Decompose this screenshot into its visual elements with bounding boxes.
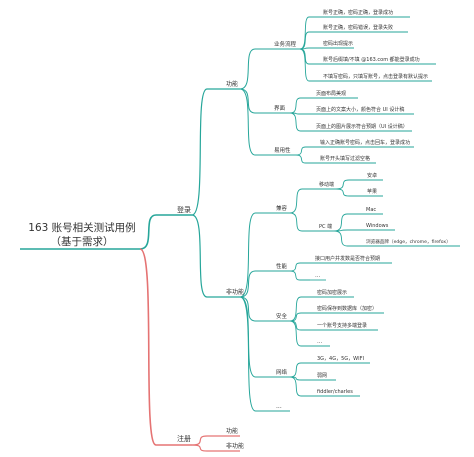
node-functional[interactable]: 功能: [226, 80, 238, 88]
connector-lines: [20, 16, 460, 452]
node-register-functional[interactable]: 功能: [226, 427, 238, 435]
node-nonfunctional[interactable]: 非功能: [226, 288, 244, 296]
branch-curve: [239, 296, 271, 412]
usability-item[interactable]: 账号开头填写过滤空格: [320, 155, 370, 162]
node-compat[interactable]: 兼容: [276, 204, 288, 212]
branch-curve: [289, 376, 312, 397]
performance-item[interactable]: 接口用户并发数是否符合预期: [315, 255, 380, 262]
branch-curve: [289, 112, 311, 132]
business-item[interactable]: 账号正确，密码正确，登录成功: [323, 9, 393, 16]
branch-curve: [239, 88, 270, 114]
business-item[interactable]: 不填写密码，只填写账号，点击登录有默认提示: [323, 73, 428, 80]
pc-item[interactable]: 浏览器品牌（edge，chrome，firefox）: [366, 238, 451, 245]
branch-curve: [239, 270, 271, 298]
node-network[interactable]: 网络: [276, 368, 288, 376]
branch-curve: [139, 214, 172, 250]
root-subtitle: （基于需求）: [51, 235, 114, 248]
pc-item[interactable]: Windows: [366, 223, 389, 229]
performance-item[interactable]: ...: [315, 273, 320, 279]
mobile-item[interactable]: 安卓: [367, 172, 377, 179]
node-pc[interactable]: PC 端: [319, 223, 332, 230]
branch-curve: [289, 320, 312, 347]
business-item[interactable]: 账号后缀填/不填 @163.com 都能登录成功: [323, 56, 420, 63]
branch-curve: [299, 31, 318, 50]
node-login[interactable]: 登录: [177, 205, 191, 214]
branch-curve: [289, 362, 312, 378]
pc-item[interactable]: Mac: [366, 207, 376, 213]
branch-curve: [191, 88, 222, 216]
node-performance[interactable]: 性能: [276, 262, 288, 270]
branch-curve: [239, 296, 271, 322]
root-node[interactable]: 163 账号相关测试用例 （基于需求）: [28, 221, 135, 248]
branch-curve: [289, 212, 314, 232]
branch-curve: [295, 154, 315, 164]
branch-curve: [239, 296, 271, 378]
branch-curve: [295, 146, 315, 156]
security-item[interactable]: ...: [317, 339, 322, 345]
branch-curve: [239, 212, 271, 298]
network-item[interactable]: 3G，4G，5G，WIFI: [317, 356, 364, 362]
node-ui[interactable]: 界面: [274, 105, 286, 112]
branch-curve: [299, 48, 318, 65]
node-usability[interactable]: 易用性: [274, 146, 291, 154]
branch-curve: [335, 188, 362, 197]
branch-curve: [289, 262, 310, 272]
branch-curve: [239, 88, 270, 156]
ui-item[interactable]: 页面布局美观: [316, 90, 346, 97]
node-mobile[interactable]: 移动端: [319, 181, 334, 188]
root-title: 163 账号相关测试用例: [28, 221, 135, 234]
branch-curve: [191, 214, 222, 298]
branch-curve: [333, 230, 361, 247]
mobile-item[interactable]: 苹果: [367, 188, 377, 195]
branch-curve: [289, 97, 311, 114]
business-item[interactable]: 密码出现提示: [323, 40, 353, 47]
branch-curve: [299, 16, 318, 50]
branch-curve: [335, 179, 362, 190]
security-item[interactable]: 密码加密展示: [317, 289, 347, 296]
node-more[interactable]: ...: [276, 403, 282, 410]
security-item[interactable]: 密码保存到数据库（加密）: [317, 305, 377, 312]
branch-curve: [139, 248, 172, 446]
branch-curve: [333, 213, 361, 232]
usability-item[interactable]: 输入正确账号密码，点击回车，登录成功: [320, 139, 410, 146]
network-item[interactable]: fiddler/charles: [317, 389, 353, 395]
node-register-nonfunctional[interactable]: 非功能: [226, 442, 244, 450]
branch-curve: [289, 312, 312, 322]
node-business-flow[interactable]: 业务流程: [274, 40, 297, 48]
branch-curve: [299, 48, 318, 82]
branch-curve: [289, 270, 310, 281]
branch-curve: [191, 435, 222, 446]
node-register[interactable]: 注册: [177, 434, 191, 443]
branch-curve: [289, 296, 312, 322]
branch-curve: [191, 444, 222, 452]
node-security[interactable]: 安全: [276, 312, 288, 320]
ui-item[interactable]: 页面上的文案大小，颜色符合 UI 设计稿: [316, 106, 404, 113]
branch-curve: [239, 48, 270, 90]
network-item[interactable]: 弱网: [317, 373, 327, 379]
security-item[interactable]: 一个账号支持多端登录: [317, 322, 367, 329]
business-item[interactable]: 账号正确，密码错误，登录失败: [323, 24, 393, 31]
branch-curve: [289, 188, 314, 214]
ui-item[interactable]: 页面上的图片展示符合预期（UI 设计稿）: [316, 123, 408, 130]
